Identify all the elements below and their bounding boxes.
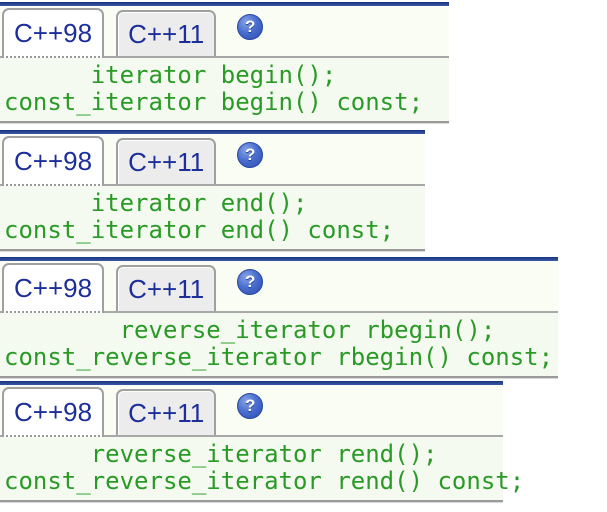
code-snippet: reverse_iterator rend(); const_reverse_i…: [0, 437, 525, 500]
prototype-block-rbegin: C++98 C++11 ? reverse_iterator rbegin();…: [0, 257, 558, 378]
top-accent-bar: [0, 257, 558, 261]
code-snippet: iterator begin(); const_iterator begin()…: [0, 58, 449, 121]
tab-cpp11[interactable]: C++11: [116, 138, 217, 184]
tab-cpp11[interactable]: C++11: [116, 389, 217, 435]
code-line: const_iterator end() const;: [4, 216, 395, 244]
code-line: const_reverse_iterator rbegin() const;: [4, 343, 554, 371]
version-tab-bar: C++98 C++11 ?: [0, 385, 503, 437]
help-icon[interactable]: ?: [237, 142, 264, 168]
tab-cpp98[interactable]: C++98: [2, 263, 105, 313]
top-accent-bar: [0, 130, 425, 134]
tab-cpp11[interactable]: C++11: [116, 10, 217, 56]
code-line: iterator end();: [4, 189, 308, 217]
version-tab-bar: C++98 C++11 ?: [0, 134, 425, 186]
code-line: reverse_iterator rend();: [4, 440, 438, 468]
code-line: reverse_iterator rbegin();: [4, 316, 496, 344]
code-snippet: iterator end(); const_iterator end() con…: [0, 186, 425, 249]
prototype-block-begin: C++98 C++11 ? iterator begin(); const_it…: [0, 2, 449, 123]
code-snippet: reverse_iterator rbegin(); const_reverse…: [0, 313, 558, 376]
code-line: iterator begin();: [4, 61, 337, 89]
version-tab-bar: C++98 C++11 ?: [0, 6, 449, 58]
top-accent-bar: [0, 381, 503, 385]
version-tab-bar: C++98 C++11 ?: [0, 261, 558, 313]
prototype-block-rend: C++98 C++11 ? reverse_iterator rend(); c…: [0, 381, 525, 502]
tab-cpp98[interactable]: C++98: [2, 387, 105, 437]
tab-cpp98[interactable]: C++98: [2, 8, 105, 58]
prototype-block-end: C++98 C++11 ? iterator end(); const_iter…: [0, 130, 425, 251]
help-icon[interactable]: ?: [237, 393, 264, 419]
help-icon[interactable]: ?: [237, 269, 264, 295]
tab-cpp98[interactable]: C++98: [2, 136, 105, 186]
top-accent-bar: [0, 2, 449, 6]
code-line: const_iterator begin() const;: [4, 88, 424, 116]
code-line: const_reverse_iterator rend() const;: [4, 467, 525, 495]
help-icon[interactable]: ?: [237, 14, 264, 40]
tab-cpp11[interactable]: C++11: [116, 265, 217, 311]
